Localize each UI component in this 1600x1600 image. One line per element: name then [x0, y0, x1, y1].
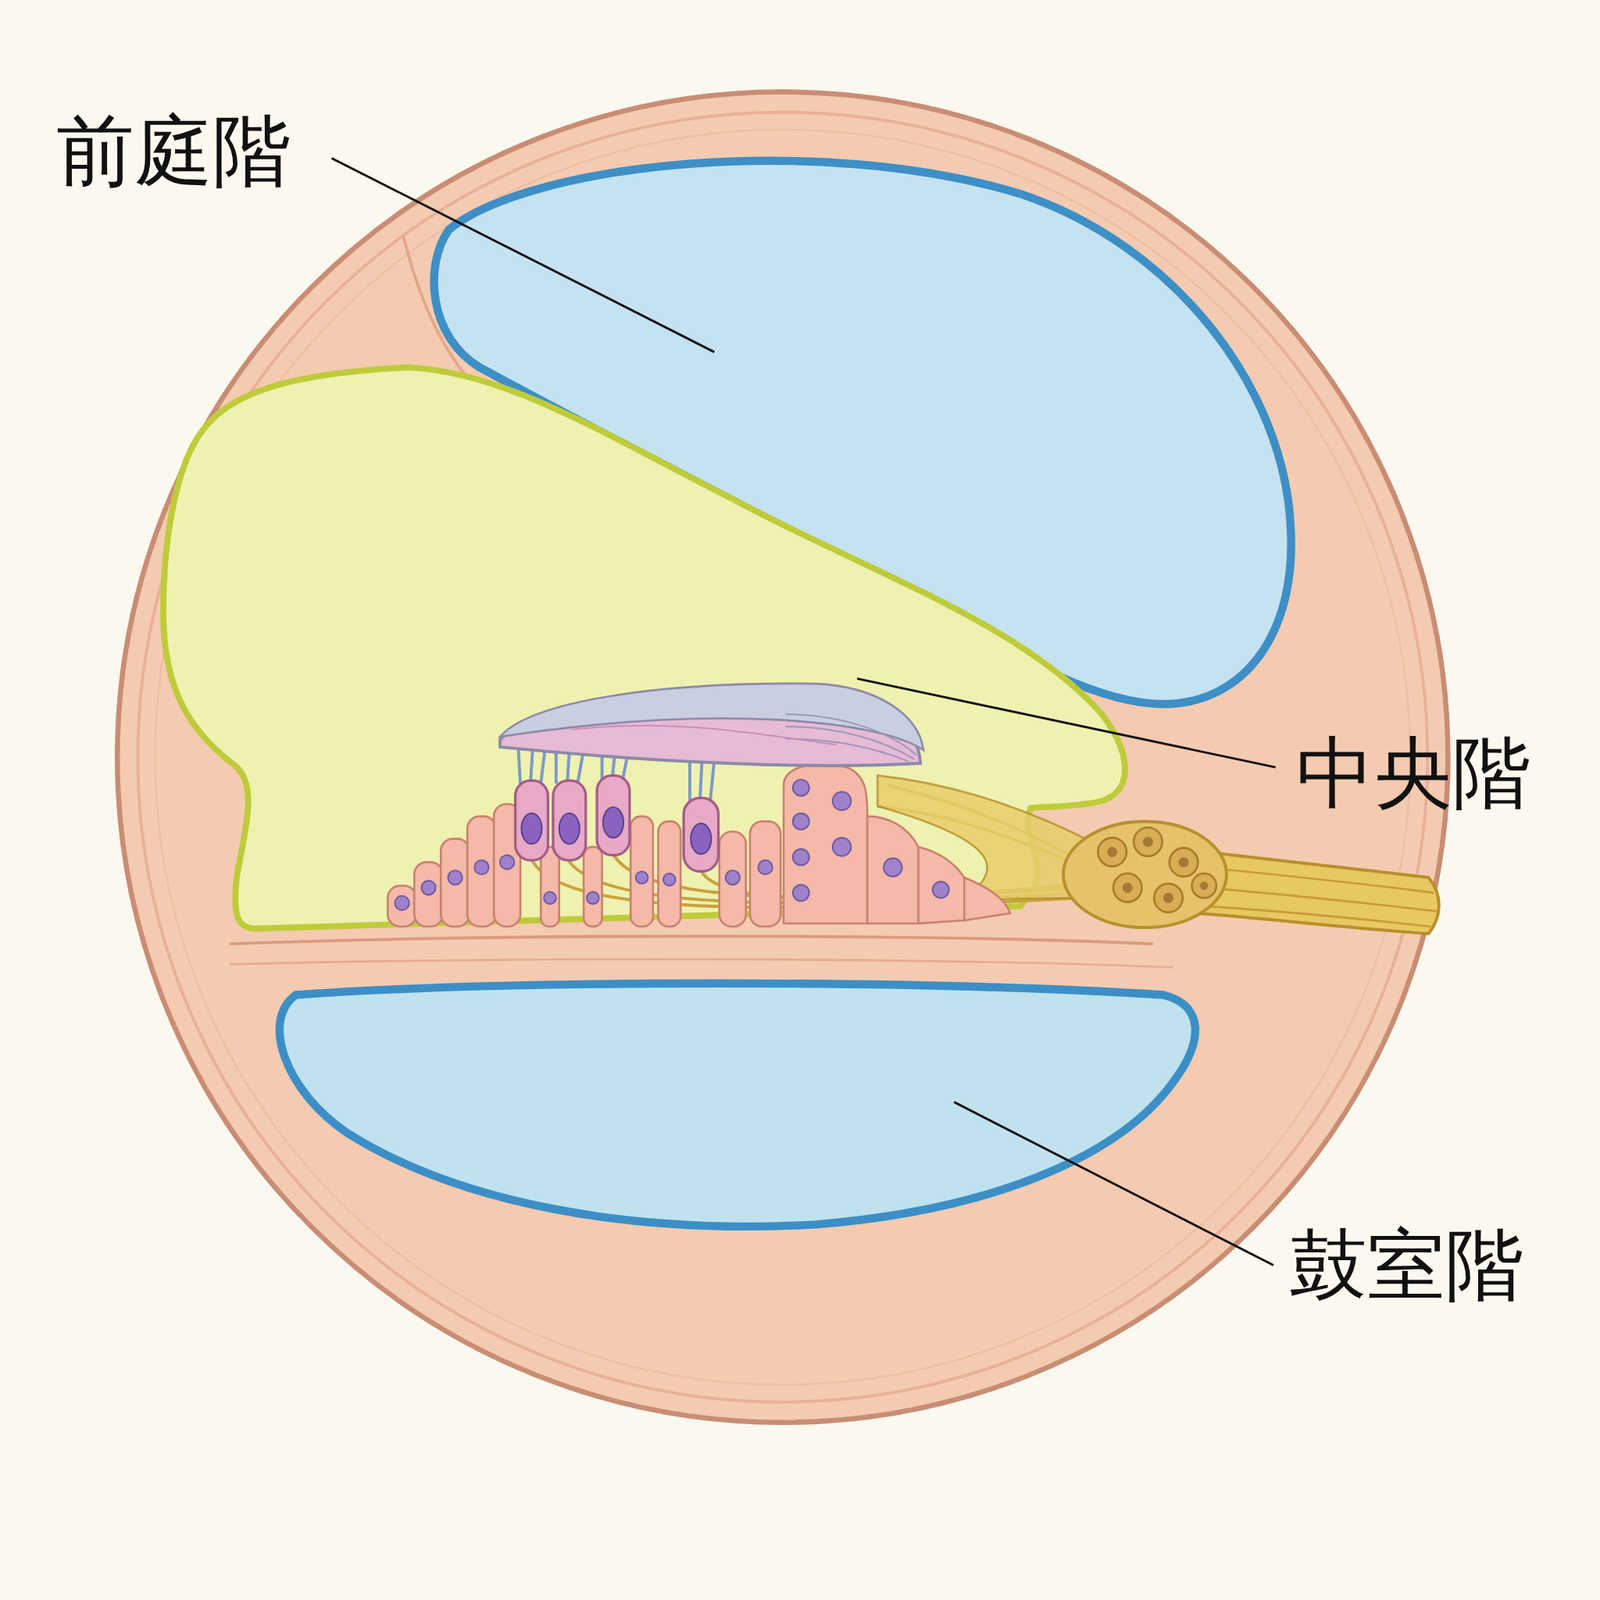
inner-hair-cell [683, 797, 718, 872]
supporting-cell [540, 846, 560, 927]
striation [785, 726, 915, 760]
hair-cell-nuclei [521, 807, 711, 854]
outer-hair-cell [553, 780, 586, 861]
supporting-cell [750, 821, 781, 927]
inner-sulcus-cell [783, 764, 868, 924]
leader-line [857, 678, 1276, 768]
ganglion-cell [1153, 883, 1183, 913]
nucleus [792, 813, 810, 830]
ganglion-cell [1133, 827, 1163, 857]
inner-sulcus-cell [964, 877, 1011, 921]
nucleus [792, 849, 810, 866]
supporting-cell [414, 862, 443, 927]
structure-label: 中央階 [1296, 728, 1531, 818]
nucleus [1163, 892, 1174, 904]
leader-lines [331, 157, 1275, 1265]
spiral-ganglion [1063, 821, 1227, 928]
cell-nuclei [394, 779, 949, 911]
hair-cells [515, 775, 719, 872]
outer-hair-cell [515, 780, 549, 861]
nucleus [521, 813, 542, 844]
nucleus [792, 884, 810, 901]
supporting-cell [719, 831, 747, 926]
basilar-membrane [229, 935, 1154, 944]
nucleus [394, 896, 409, 911]
nucleus [1200, 881, 1208, 890]
scala-tympani [279, 983, 1196, 1227]
ganglion-cell [1192, 873, 1217, 898]
nucleus [832, 792, 852, 811]
stereocilia-bundle [689, 760, 715, 801]
nucleus [543, 892, 557, 905]
nucleus [1142, 836, 1154, 847]
inner-sulcus-cell [867, 816, 918, 924]
nucleus [1122, 882, 1133, 893]
nucleus [586, 892, 600, 905]
nucleus [792, 779, 810, 797]
wall-layer [137, 112, 1428, 1403]
ganglion-cells [1097, 827, 1217, 912]
supporting-cell [583, 846, 603, 927]
structure-label: 鼓室階 [1289, 1220, 1524, 1311]
ganglion-nuclei [1107, 836, 1208, 904]
nucleus [1178, 857, 1190, 868]
tectorial-membrane-surface [500, 683, 924, 750]
nucleus [474, 860, 489, 875]
structure-label: 前庭階 [56, 106, 291, 197]
inner-sulcus-cell [918, 846, 965, 924]
pillar-cell [630, 816, 654, 927]
nucleus [932, 881, 950, 898]
supporting-cells [387, 764, 1011, 927]
nucleus [500, 855, 515, 870]
leader-line [331, 157, 715, 352]
nucleus [883, 857, 903, 877]
nucleus [832, 837, 852, 857]
pillar-cell [657, 821, 681, 927]
nucleus [757, 860, 772, 875]
ganglion-cell [1113, 873, 1143, 903]
ganglion-cell [1169, 847, 1199, 877]
basilar-membrane [229, 959, 1174, 968]
nerve-striation [1203, 867, 1437, 927]
scala-media [163, 367, 1125, 929]
nucleus [603, 807, 624, 838]
striation [785, 739, 909, 762]
supporting-cell [387, 885, 417, 927]
tectorial-striation [571, 714, 916, 761]
supporting-cell [440, 839, 470, 927]
striation [571, 725, 837, 746]
nucleus [1107, 846, 1118, 858]
supporting-cell [467, 816, 497, 927]
nucleus [421, 880, 436, 895]
nucleus [447, 870, 462, 885]
ganglion-cell [1097, 837, 1127, 867]
nucleus [690, 823, 711, 854]
cochlear-duct-wall [117, 92, 1448, 1423]
nerve-striation [1203, 906, 1431, 927]
outer-hair-cell [596, 775, 630, 856]
stereocilia-bundle [518, 750, 546, 784]
nerve-striation [1203, 867, 1434, 893]
leader-line [953, 1102, 1274, 1266]
nucleus [725, 870, 740, 885]
nucleus [663, 873, 676, 886]
wall-layer [155, 129, 1411, 1386]
nucleus [635, 871, 649, 884]
nucleus [559, 813, 580, 844]
